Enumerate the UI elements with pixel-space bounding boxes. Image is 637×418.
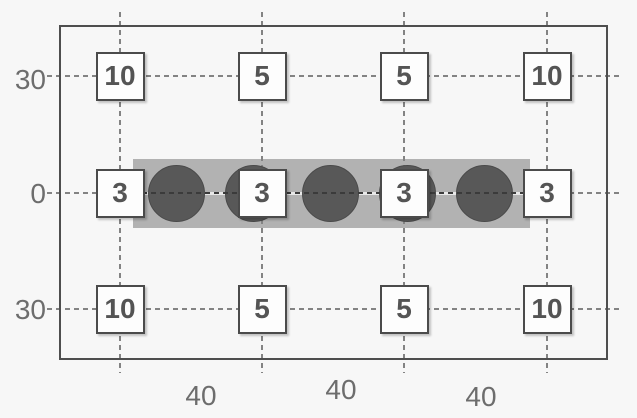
y-axis-label: 30	[14, 294, 46, 325]
band-center-dashed-line	[133, 192, 530, 194]
value-square: 10	[522, 284, 572, 334]
value-square-label: 5	[396, 60, 412, 91]
value-square-label: 10	[104, 60, 136, 91]
value-square-label: 3	[539, 177, 555, 208]
y-axis-label: 30	[14, 64, 46, 95]
value-square-label: 5	[396, 293, 412, 324]
value-square: 10	[95, 284, 145, 334]
value-square: 10	[95, 51, 145, 101]
value-square-label: 10	[531, 293, 563, 324]
value-square: 5	[237, 51, 287, 101]
y-axis-label: 0	[30, 178, 46, 209]
value-square: 3	[237, 168, 287, 218]
value-square-label: 10	[104, 293, 136, 324]
value-square-label: 5	[254, 60, 270, 91]
value-square-label: 5	[254, 293, 270, 324]
value-square: 5	[237, 284, 287, 334]
value-square-label: 3	[396, 177, 412, 208]
value-square-label: 10	[531, 60, 563, 91]
value-square: 3	[522, 168, 572, 218]
x-axis-label: 40	[325, 374, 357, 405]
horizontal-gridline	[47, 308, 622, 310]
horizontal-gridline	[47, 75, 622, 77]
value-square: 3	[379, 168, 429, 218]
value-square: 3	[95, 168, 145, 218]
value-square: 5	[379, 284, 429, 334]
x-axis-label: 40	[185, 380, 217, 411]
value-square: 10	[522, 51, 572, 101]
x-axis-label: 40	[465, 381, 497, 412]
value-square-label: 3	[254, 177, 270, 208]
value-square: 5	[379, 51, 429, 101]
value-square-label: 3	[112, 177, 128, 208]
